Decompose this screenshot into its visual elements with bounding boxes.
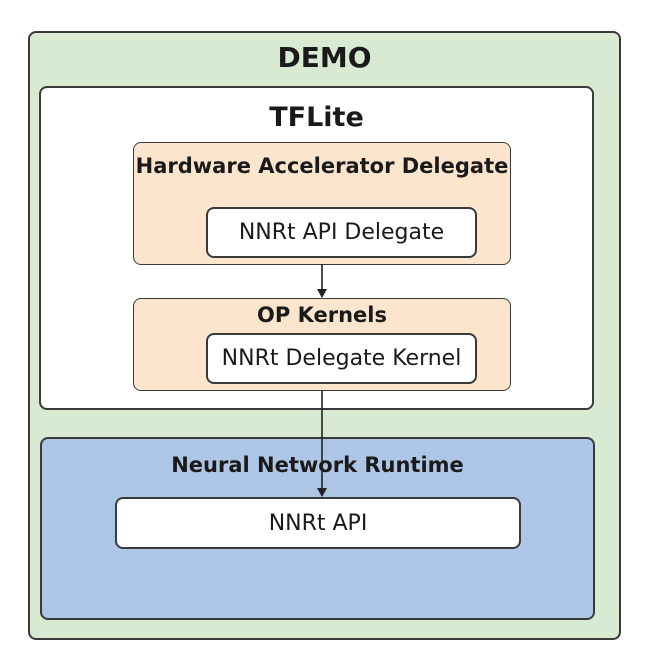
tflite-title: TFLite: [269, 102, 364, 133]
nnrt-delegate-kernel-box: NNRt Delegate Kernel: [206, 333, 477, 384]
hardware-accelerator-delegate-title: Hardware Accelerator Delegate: [135, 154, 509, 178]
nnrt-api-box: NNRt API: [115, 497, 521, 549]
op-kernels-title: OP Kernels: [257, 303, 387, 327]
neural-network-runtime-title: Neural Network Runtime: [171, 453, 464, 477]
nnrt-api-delegate-box: NNRt API Delegate: [206, 207, 477, 258]
demo-title: DEMO: [277, 41, 372, 74]
